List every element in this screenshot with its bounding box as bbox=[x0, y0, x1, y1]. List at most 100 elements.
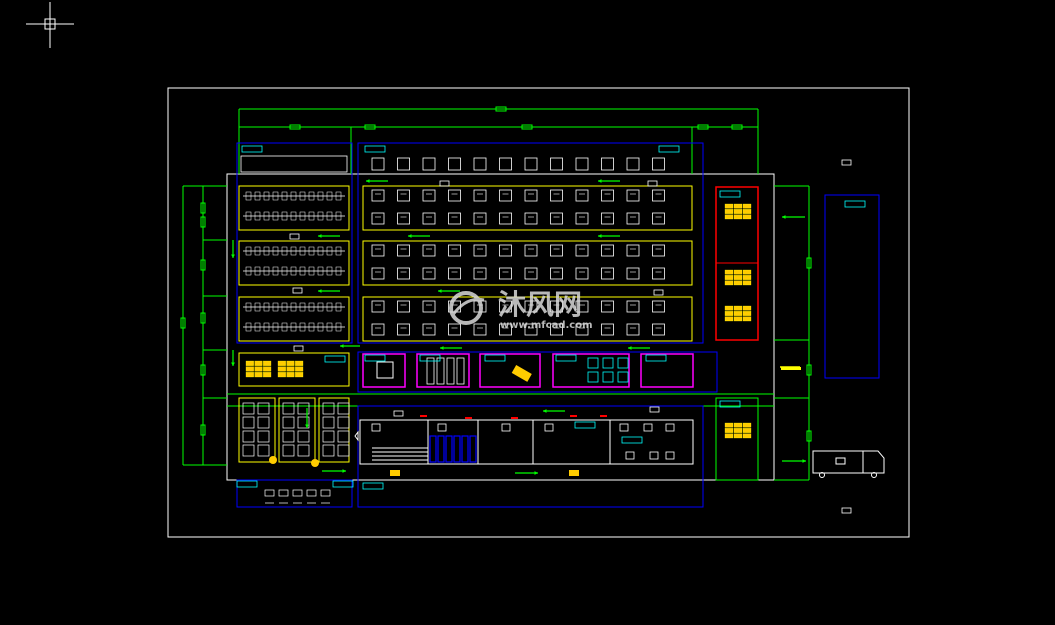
flow-arrow-icon bbox=[598, 179, 620, 183]
shelf-unit bbox=[601, 323, 614, 336]
bin bbox=[602, 371, 614, 383]
tall-shelf-cell bbox=[297, 416, 310, 429]
rack-column bbox=[426, 357, 435, 385]
rack-bay bbox=[281, 191, 288, 201]
pallet-cell bbox=[724, 280, 734, 286]
flow-arrow-icon bbox=[231, 240, 235, 258]
shelf-unit bbox=[397, 189, 410, 202]
desk bbox=[665, 423, 675, 432]
cart-marker bbox=[569, 470, 579, 476]
dimension-tick bbox=[200, 312, 206, 324]
shelf-unit bbox=[397, 300, 410, 313]
shelf-unit bbox=[499, 267, 512, 280]
pallet-cell bbox=[733, 269, 743, 275]
shelf-units bbox=[240, 155, 665, 504]
pallet-cell bbox=[733, 311, 743, 316]
shelf-unit bbox=[448, 157, 461, 171]
desk bbox=[643, 423, 653, 432]
shelf-unit bbox=[473, 157, 487, 171]
tall-shelf-cell bbox=[322, 430, 335, 443]
lamp-marker bbox=[269, 456, 277, 464]
dimension-tick bbox=[806, 364, 812, 376]
shelf-unit bbox=[550, 189, 563, 202]
pallet-cell bbox=[742, 203, 752, 209]
pallet-cell bbox=[724, 203, 734, 209]
rack-bay bbox=[326, 191, 333, 201]
ref-tag bbox=[293, 345, 304, 352]
rack-bay bbox=[317, 191, 324, 201]
tall-shelf-cell bbox=[337, 416, 350, 429]
tall-shelf-cell bbox=[242, 416, 255, 429]
shelf-unit bbox=[371, 244, 385, 257]
flow-arrow-icon bbox=[598, 234, 620, 238]
pallet-cell bbox=[733, 422, 743, 428]
pallet-cell bbox=[295, 366, 304, 372]
shelf-unit bbox=[601, 267, 614, 280]
rack-bay bbox=[245, 211, 252, 221]
tall-shelf-cell bbox=[242, 402, 255, 415]
hazard-zone bbox=[715, 186, 759, 481]
rack-column bbox=[436, 357, 445, 385]
tall-shelf-cell bbox=[337, 430, 350, 443]
dimension-tick bbox=[806, 257, 812, 269]
bin bbox=[587, 371, 599, 383]
shelf-unit bbox=[524, 323, 538, 336]
storage-rack bbox=[469, 435, 477, 463]
dimension-tick bbox=[180, 317, 186, 329]
shelf-unit bbox=[601, 212, 614, 225]
flow-arrow-icon bbox=[628, 346, 650, 350]
flow-arrow-icon bbox=[408, 234, 430, 238]
ref-tag bbox=[647, 180, 658, 187]
rack-column bbox=[456, 357, 465, 385]
shelf-unit bbox=[601, 157, 614, 171]
rack-bay bbox=[317, 246, 324, 256]
shelf-unit bbox=[448, 189, 461, 202]
pallet-cell bbox=[245, 366, 254, 372]
shelf-unit bbox=[499, 300, 512, 313]
cabinet bbox=[264, 489, 275, 497]
pallet-cell bbox=[742, 275, 752, 280]
room-fixture bbox=[376, 361, 394, 379]
shelf-unit bbox=[550, 300, 563, 313]
shelf-unit bbox=[422, 323, 436, 336]
watermark-title: 沐风网 bbox=[498, 288, 582, 321]
dock-arrow-bar bbox=[781, 367, 801, 370]
rack-bay bbox=[308, 211, 315, 221]
desk bbox=[544, 423, 554, 432]
pallet-cell bbox=[724, 433, 734, 439]
pallet-cell bbox=[733, 214, 743, 220]
rack-bay bbox=[272, 266, 279, 276]
flow-arrow-icon bbox=[543, 409, 565, 413]
rack-bay bbox=[299, 266, 306, 276]
rack-bay bbox=[263, 266, 270, 276]
ref-tag bbox=[649, 406, 660, 413]
pallet-cell bbox=[295, 360, 304, 366]
rack-bay bbox=[245, 266, 252, 276]
cabinet bbox=[320, 489, 331, 497]
shelf-unit bbox=[448, 267, 461, 280]
shelf-unit bbox=[575, 212, 589, 225]
rack-bay bbox=[245, 191, 252, 201]
shelf-unit bbox=[575, 189, 589, 202]
desk bbox=[619, 423, 629, 432]
shelf-unit bbox=[397, 323, 410, 336]
pallet-cell bbox=[742, 422, 752, 428]
shelf-unit bbox=[524, 212, 538, 225]
shelf-unit bbox=[550, 323, 563, 336]
rack-bay bbox=[290, 211, 297, 221]
rack-bay bbox=[299, 246, 306, 256]
flow-arrow-icon bbox=[440, 346, 462, 350]
shelf-unit bbox=[448, 244, 461, 257]
rack-bay bbox=[326, 246, 333, 256]
rack-bay bbox=[308, 246, 315, 256]
pallet-cell bbox=[254, 366, 263, 372]
pallet-cell bbox=[254, 372, 263, 378]
pallet-cell bbox=[742, 209, 752, 214]
label-tag bbox=[236, 480, 258, 488]
flow-arrow-icon bbox=[322, 469, 346, 473]
shelf-unit bbox=[524, 189, 538, 202]
watermark-url: www.mfcad.com bbox=[500, 320, 593, 331]
rack-bay bbox=[254, 302, 261, 312]
pallet-cell bbox=[742, 305, 752, 311]
